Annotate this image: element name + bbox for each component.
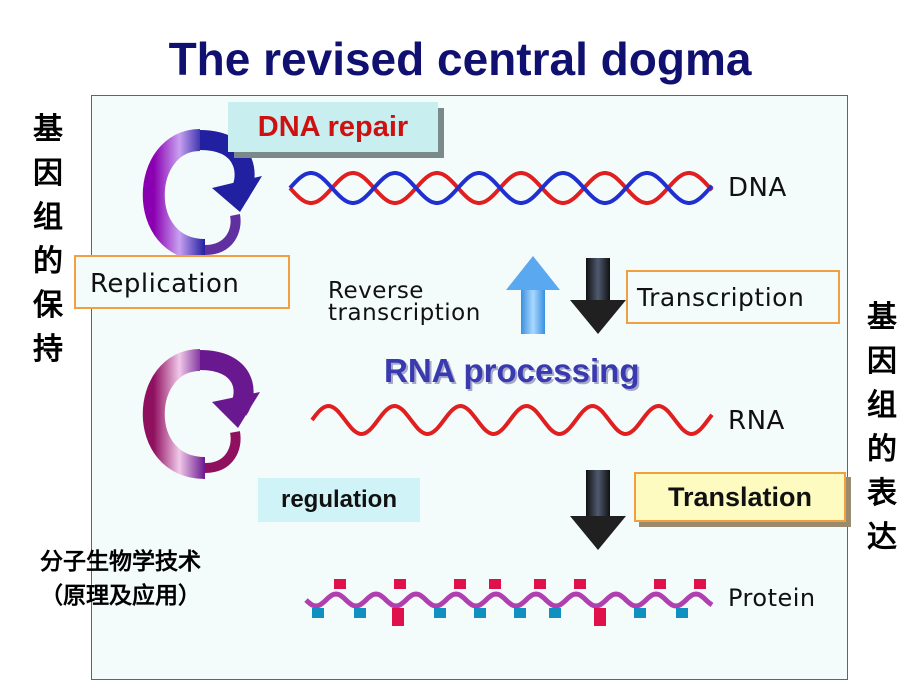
residue-marker [654, 579, 666, 589]
reverse-transcription-line1: Reverse [328, 278, 424, 304]
footer-caption-line1: 分子生物学技术 [40, 549, 201, 575]
reverse-transcription-label: Reverse transcription [328, 278, 481, 326]
residue-marker [549, 608, 561, 618]
right-vertical-caption: 基 因 组 的 表 达 [862, 296, 902, 560]
residue-marker [474, 608, 486, 618]
residue-marker [676, 608, 688, 618]
reverse-transcription-arrow-icon [506, 256, 560, 334]
transcription-label: Transcription [637, 283, 805, 312]
residue-marker [354, 608, 366, 618]
dna-repair-label: DNA repair [228, 102, 438, 152]
translation-label: Translation [634, 472, 846, 522]
protein-label: Protein [728, 584, 816, 612]
transcription-arrow-icon [570, 258, 626, 334]
residue-marker [594, 608, 606, 626]
right-char: 基 [867, 300, 897, 335]
residue-marker [514, 608, 526, 618]
residue-marker [694, 579, 706, 589]
residue-marker [534, 579, 546, 589]
replication-cycle-icon [142, 129, 262, 261]
residue-marker [434, 608, 446, 618]
left-char: 持 [33, 332, 63, 367]
left-vertical-caption: 基 因 组 的 保 持 [28, 108, 68, 372]
right-char: 表 [867, 476, 897, 511]
rna-strand [310, 403, 714, 437]
right-char: 组 [867, 388, 897, 423]
residue-marker [489, 579, 501, 589]
replication-label: Replication [90, 269, 240, 299]
right-char: 因 [867, 344, 897, 379]
rna-processing-label: RNA processing [384, 352, 640, 389]
transcription-box [626, 270, 840, 324]
regulation-label: regulation [258, 478, 420, 522]
residue-marker [574, 579, 586, 589]
left-char: 因 [33, 156, 63, 191]
reverse-transcription-line2: transcription [328, 300, 481, 326]
residue-marker [634, 608, 646, 618]
dna-label: DNA [728, 173, 787, 203]
right-char: 达 [867, 520, 897, 555]
footer-caption-line2: （原理及应用） [40, 583, 201, 609]
right-char: 的 [867, 432, 897, 467]
protein-chain [304, 579, 714, 626]
translation-arrow-icon [570, 470, 626, 550]
left-char: 组 [33, 200, 63, 235]
rna-cycle-icon [142, 349, 260, 479]
replication-box [74, 255, 290, 309]
page-title: The revised central dogma [168, 33, 752, 85]
protein-backbone [304, 591, 714, 609]
residue-marker [454, 579, 466, 589]
left-char: 基 [33, 112, 63, 147]
left-char: 的 [33, 244, 63, 279]
diagram-panel [91, 95, 848, 680]
residue-marker [312, 608, 324, 618]
rna-label: RNA [728, 406, 785, 436]
dna-helix [288, 171, 714, 205]
residue-marker [392, 608, 404, 626]
residue-marker [334, 579, 346, 589]
residue-marker [394, 579, 406, 589]
left-char: 保 [33, 288, 63, 323]
